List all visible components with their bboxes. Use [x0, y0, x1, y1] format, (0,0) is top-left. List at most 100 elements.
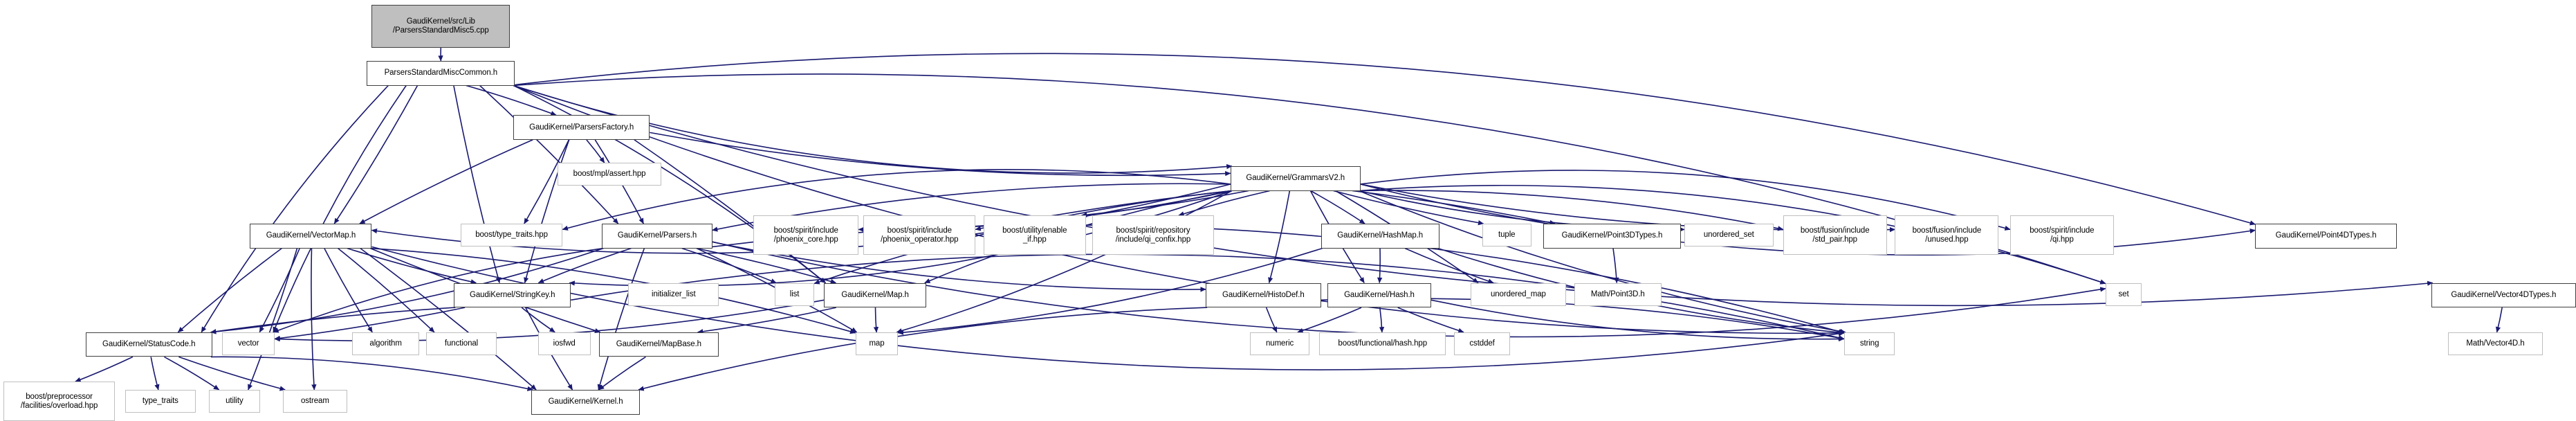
graph-edge-hashmap-to-hash_h: [1377, 248, 1383, 284]
graph-node-label: functional: [444, 339, 479, 348]
graph-edge-histodef-to-numeric: [1265, 307, 1278, 333]
graph-node-statuscode[interactable]: GaudiKernel/StatusCode.h: [85, 332, 212, 357]
graph-node-tuple[interactable]: tuple: [1482, 224, 1531, 247]
graph-node-qi_confix[interactable]: boost/spirit/repository /include/qi_conf…: [1092, 215, 1214, 256]
graph-node-label: GaudiKernel/StringKey.h: [470, 290, 555, 299]
graph-node-mapbase[interactable]: GaudiKernel/MapBase.h: [598, 332, 719, 357]
graph-node-point4dtypes[interactable]: GaudiKernel/Point4DTypes.h: [2255, 224, 2397, 249]
graph-node-point3d[interactable]: Math/Point3D.h: [1574, 283, 1662, 306]
graph-node-parsers_h[interactable]: GaudiKernel/Parsers.h: [602, 224, 712, 249]
graph-node-spirit_qi[interactable]: boost/spirit/include /qi.hpp: [2009, 215, 2114, 256]
graph-edge-psmcommon-to-point4dtypes: [515, 53, 2256, 226]
graph-node-list[interactable]: list: [775, 283, 815, 306]
graph-node-initializer_list[interactable]: initializer_list: [628, 283, 719, 306]
graph-node-label: ostream: [300, 397, 329, 405]
graph-node-vector4dtypes[interactable]: GaudiKernel/Vector4DTypes.h: [2431, 283, 2576, 308]
graph-edge-psmcommon-to-vectormap: [333, 85, 418, 224]
graph-node-stringkey[interactable]: GaudiKernel/StringKey.h: [454, 283, 571, 308]
graph-node-label: tuple: [1498, 231, 1516, 240]
graph-node-label: GaudiKernel/MapBase.h: [616, 340, 701, 349]
graph-node-label: utility: [226, 397, 243, 405]
graph-edge-stringkey-to-iosfwd: [521, 307, 555, 333]
graph-node-label: GaudiKernel/Vector4DTypes.h: [2451, 290, 2557, 299]
graph-edge-vectormap-to-string: [371, 246, 1845, 370]
graph-node-label: GaudiKernel/GrammarsV2.h: [1246, 174, 1345, 183]
graph-node-ostream[interactable]: ostream: [283, 389, 347, 413]
graph-edge-vectormap-to-stringkey: [347, 247, 477, 285]
graph-node-psmcommon[interactable]: ParsersStandardMiscCommon.h: [367, 60, 515, 86]
graph-edge-psmcommon-to-vector: [273, 85, 407, 333]
graph-node-label: GaudiKernel/Point4DTypes.h: [2275, 231, 2377, 240]
graph-edge-parsersfactory-to-grammarsv2: [650, 132, 1231, 177]
graph-node-histodef[interactable]: GaudiKernel/HistoDef.h: [1206, 283, 1321, 308]
graph-edge-hash_h-to-numeric: [1297, 307, 1362, 333]
graph-node-label: GaudiKernel/Parsers.h: [617, 231, 697, 240]
graph-node-label: Math/Point3D.h: [1590, 289, 1645, 298]
graph-node-numeric[interactable]: numeric: [1250, 332, 1309, 355]
graph-edge-psmcommon-to-parsersfactory: [466, 84, 557, 116]
graph-node-root[interactable]: GaudiKernel/src/Lib /ParsersStandardMisc…: [371, 5, 510, 48]
graph-edge-psmcommon-to-statuscode: [201, 84, 389, 333]
graph-edge-vectormap-to-functional: [338, 247, 435, 333]
graph-node-overload_hpp[interactable]: boost/preprocessor /facilities/overload.…: [3, 382, 116, 421]
graph-node-label: GaudiKernel/HistoDef.h: [1222, 290, 1305, 299]
graph-node-phoenix_core[interactable]: boost/spirit/include /phoenix_core.hpp: [753, 215, 859, 256]
graph-node-algorithm[interactable]: algorithm: [351, 332, 420, 355]
graph-node-fusion_stdpair[interactable]: boost/fusion/include /std_pair.hpp: [1783, 215, 1887, 256]
graph-edge-psmcommon-to-parsers_h: [479, 84, 619, 224]
graph-node-label: GaudiKernel/VectorMap.h: [266, 231, 356, 240]
graph-edge-hash_h-to-cstddef: [1397, 307, 1464, 333]
graph-node-functional_hash[interactable]: boost/functional/hash.hpp: [1319, 332, 1446, 355]
graph-node-string[interactable]: string: [1843, 332, 1895, 355]
graph-node-vector[interactable]: vector: [222, 332, 275, 355]
graph-node-mplassert[interactable]: boost/mpl/assert.hpp: [558, 163, 661, 186]
graph-edge-vectormap-to-utility: [248, 248, 298, 391]
graph-edge-parsersfactory-to-mplassert: [586, 139, 605, 163]
graph-edge-vector4dtypes-to-vector4d: [2495, 307, 2503, 333]
graph-node-hash_h[interactable]: GaudiKernel/Hash.h: [1327, 283, 1431, 308]
graph-edge-hashmap-to-unordered_map: [1404, 247, 1494, 284]
graph-node-hashmap[interactable]: GaudiKernel/HashMap.h: [1321, 224, 1439, 249]
graph-node-functional[interactable]: functional: [425, 332, 497, 355]
graph-node-set[interactable]: set: [2105, 283, 2142, 306]
graph-node-label: map: [869, 339, 885, 348]
graph-edge-grammarsv2-to-map_std: [896, 190, 1233, 334]
graph-node-cstddef[interactable]: cstddef: [1454, 332, 1511, 355]
graph-node-kernel_h[interactable]: GaudiKernel/Kernel.h: [531, 389, 641, 415]
graph-node-utility[interactable]: utility: [209, 389, 260, 413]
graph-node-label: boost/fusion/include /unused.hpp: [1912, 226, 1982, 244]
graph-node-map_std[interactable]: map: [855, 332, 899, 355]
graph-edge-vectormap-to-algorithm: [324, 248, 373, 333]
graph-edge-psmcommon-to-stringkey: [453, 85, 501, 284]
graph-node-point3dtypes[interactable]: GaudiKernel/Point3DTypes.h: [1543, 224, 1682, 249]
graph-node-fusion_unused[interactable]: boost/fusion/include /unused.hpp: [1895, 215, 1999, 256]
graph-edge-grammarsv2-to-qi_confix: [1178, 190, 1270, 217]
graph-node-unordered_map[interactable]: unordered_map: [1470, 283, 1566, 306]
graph-node-label: GaudiKernel/Point3DTypes.h: [1561, 231, 1663, 240]
graph-node-grammarsv2[interactable]: GaudiKernel/GrammarsV2.h: [1230, 165, 1361, 191]
graph-node-label: boost/fusion/include /std_pair.hpp: [1800, 226, 1870, 244]
graph-node-phoenix_operator[interactable]: boost/spirit/include /phoenix_operator.h…: [863, 215, 976, 256]
graph-edge-grammarsv2-to-enable_if: [1080, 190, 1249, 217]
graph-node-label: type_traits: [142, 397, 178, 405]
graph-node-type_traits[interactable]: type_traits: [125, 389, 196, 413]
graph-edge-hash_h-to-functional_hash: [1379, 307, 1385, 333]
graph-edge-psmcommon-to-vector4dtypes: [513, 84, 2434, 307]
graph-edge-statuscode-to-ostream: [178, 356, 286, 391]
graph-node-vectormap[interactable]: GaudiKernel/VectorMap.h: [250, 224, 372, 249]
graph-node-parsersfactory[interactable]: GaudiKernel/ParsersFactory.h: [513, 115, 650, 140]
graph-node-typetraits_hpp[interactable]: boost/type_traits.hpp: [460, 224, 563, 247]
graph-edge-histodef-to-kernel_h: [638, 307, 1208, 391]
graph-node-label: boost/spirit/include /phoenix_core.hpp: [773, 226, 838, 244]
graph-edge-mapbase-to-kernel_h: [598, 356, 646, 391]
graph-node-enable_if[interactable]: boost/utility/enable _if.hpp: [984, 215, 1086, 256]
graph-node-label: GaudiKernel/Map.h: [841, 290, 909, 299]
graph-node-iosfwd[interactable]: iosfwd: [537, 332, 591, 355]
graph-edge-grammarsv2-to-histodef: [1268, 190, 1291, 284]
graph-edge-vectormap-to-ostream: [311, 248, 317, 391]
graph-edge-parsersfactory-to-vectormap: [359, 139, 533, 224]
graph-node-vector4d[interactable]: Math/Vector4D.h: [2447, 332, 2543, 355]
graph-node-map_h[interactable]: GaudiKernel/Map.h: [824, 283, 926, 308]
graph-node-unordered_set[interactable]: unordered_set: [1684, 224, 1774, 247]
